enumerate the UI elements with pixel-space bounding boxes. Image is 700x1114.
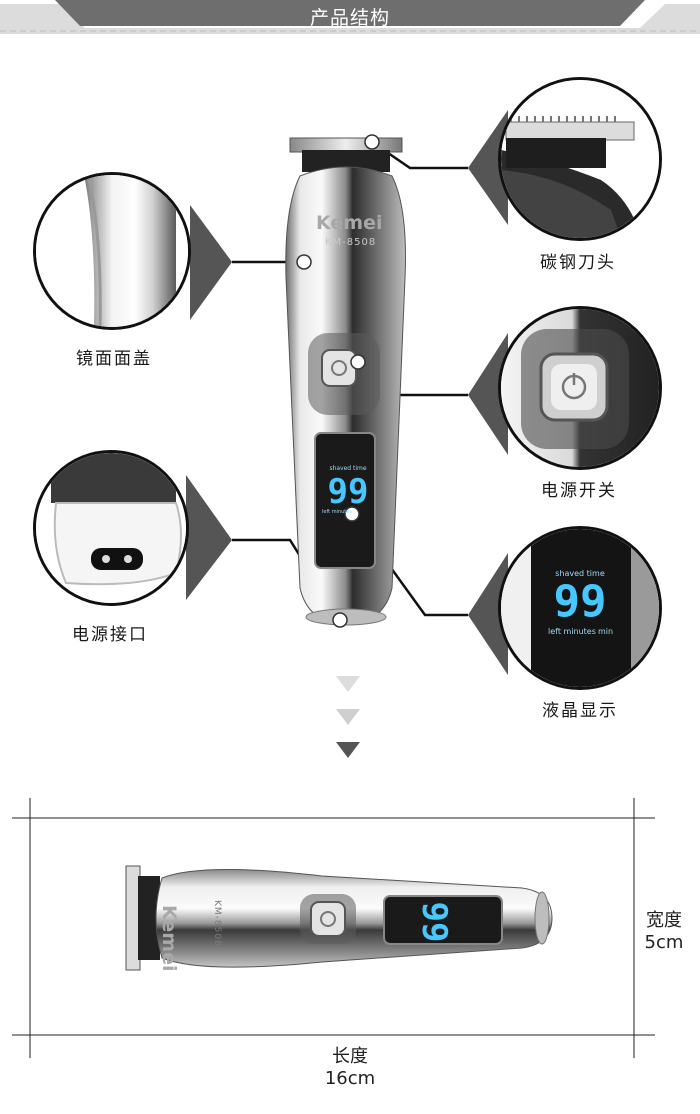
trimmer-front-view <box>285 134 406 628</box>
label-blade: 碳钢刀头 <box>540 253 616 273</box>
model-text-front: KM-8508 <box>325 237 377 248</box>
label-power-switch: 电源开关 <box>541 481 617 501</box>
label-lcd: 液晶显示 <box>542 701 618 721</box>
zoom-lcd-bottom-left: left minutes <box>548 627 596 636</box>
label-power-port: 电源接口 <box>72 625 148 645</box>
down-arrow-icon <box>336 709 360 725</box>
zoom-lcd-top-text: shaved time <box>555 569 605 578</box>
zoom-circle-blade <box>498 77 662 241</box>
down-arrow-icon <box>336 676 360 692</box>
width-label-text: 宽度 <box>646 910 682 931</box>
length-value-text: 16cm <box>324 1068 376 1089</box>
lcd-top-text: shaved time <box>329 465 367 472</box>
header-banner <box>0 0 700 38</box>
label-mirror-cover: 镜面面盖 <box>76 349 152 369</box>
zoom-lcd-digits: 99 <box>553 576 607 627</box>
brand-logo-side: Kemei <box>158 905 180 972</box>
zoom-circle-power-port <box>33 450 189 606</box>
length-label-text: 长度 <box>332 1046 368 1067</box>
zoom-circle-power-switch <box>498 306 662 470</box>
zoom-circle-mirror-cover <box>33 172 191 330</box>
brand-logo-front: Kemei <box>316 212 383 234</box>
width-label: 宽度 5cm <box>638 910 690 954</box>
dimension-frame <box>12 798 655 1058</box>
model-text-side: KM-8508 <box>212 900 222 947</box>
side-lcd-digits: 99 <box>414 901 454 943</box>
length-label: 长度 16cm <box>300 1046 400 1090</box>
lcd-bottom-text: left minutes <box>322 509 352 515</box>
width-value-text: 5cm <box>644 932 684 953</box>
down-arrow-icon <box>336 742 360 758</box>
trimmer-side-view <box>125 865 553 971</box>
section-title: 产品结构 <box>309 7 390 29</box>
down-arrows <box>336 676 360 758</box>
zoom-lcd-bottom-right: min <box>598 627 614 636</box>
lcd-digits: 99 <box>327 472 369 512</box>
